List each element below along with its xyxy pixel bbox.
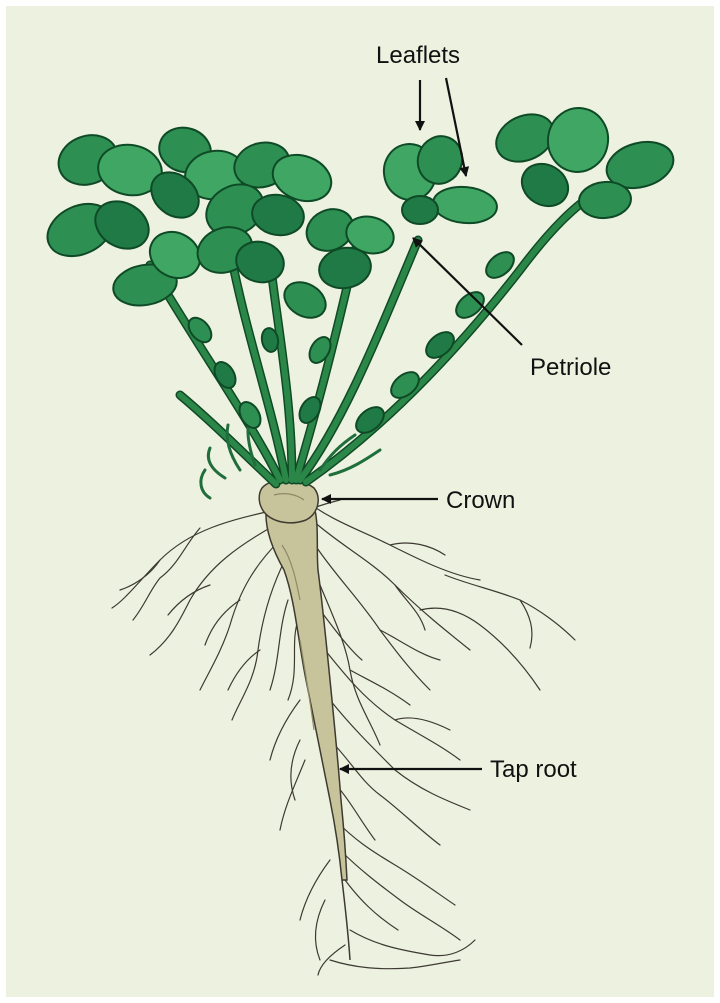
label-leaflets: Leaflets — [376, 44, 460, 68]
label-petriole: Petriole — [530, 356, 611, 380]
tap-root — [266, 500, 350, 960]
crown — [259, 480, 318, 523]
lateral-roots — [112, 500, 575, 975]
label-tap-root: Tap root — [490, 758, 577, 782]
label-crown: Crown — [446, 489, 515, 513]
